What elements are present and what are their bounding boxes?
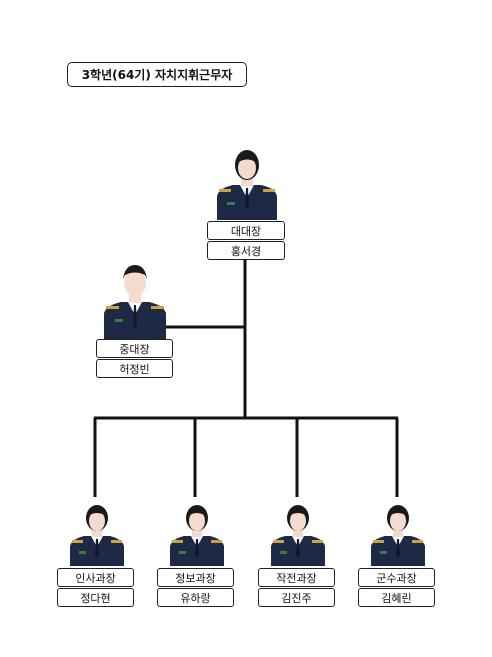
leader-name-text: 홍서경 — [230, 244, 262, 258]
section-chief-role-text: 작전과장 — [276, 571, 317, 585]
leader-role-label: 대대장 — [207, 221, 285, 240]
section-chief-role-text: 인사과장 — [75, 571, 116, 585]
chart-title: 3학년(64기) 자치지휘근무자 — [67, 62, 247, 87]
section-chief-photo — [370, 500, 426, 566]
leader-photo — [215, 144, 279, 220]
section-chief-role-label: 인사과장 — [57, 568, 134, 587]
section-chief-photo — [270, 500, 326, 566]
section-chief-name-label: 김진주 — [258, 588, 335, 607]
section-chief-role-text: 정보과장 — [175, 571, 216, 585]
sub-leader-name-text: 허정빈 — [119, 362, 150, 376]
section-chief-name-label: 유하랑 — [157, 588, 234, 607]
section-chief-role-label: 작전과장 — [258, 568, 335, 587]
sub-leader-role-label: 중대장 — [96, 339, 173, 358]
section-chief-name-label: 김혜린 — [358, 588, 435, 607]
chart-title-text: 3학년(64기) 자치지휘근무자 — [81, 68, 233, 82]
leader-role-text: 대대장 — [230, 224, 262, 238]
sub-leader-name-label: 허정빈 — [96, 359, 173, 378]
section-chief-photo — [69, 500, 125, 566]
section-chief-role-label: 군수과장 — [358, 568, 435, 587]
section-chief-name-text: 정다현 — [80, 591, 111, 605]
section-chief-photo — [169, 500, 225, 566]
sub-leader-role-text: 중대장 — [119, 342, 150, 356]
leader-name-label: 홍서경 — [207, 241, 285, 260]
section-chief-name-text: 김진주 — [281, 591, 312, 605]
sub-leader-photo — [103, 261, 167, 339]
section-chief-name-text: 김혜린 — [381, 591, 412, 605]
section-chief-role-label: 정보과장 — [157, 568, 234, 587]
section-chief-role-text: 군수과장 — [376, 571, 417, 585]
section-chief-name-text: 유하랑 — [180, 591, 211, 605]
section-chief-name-label: 정다현 — [57, 588, 134, 607]
